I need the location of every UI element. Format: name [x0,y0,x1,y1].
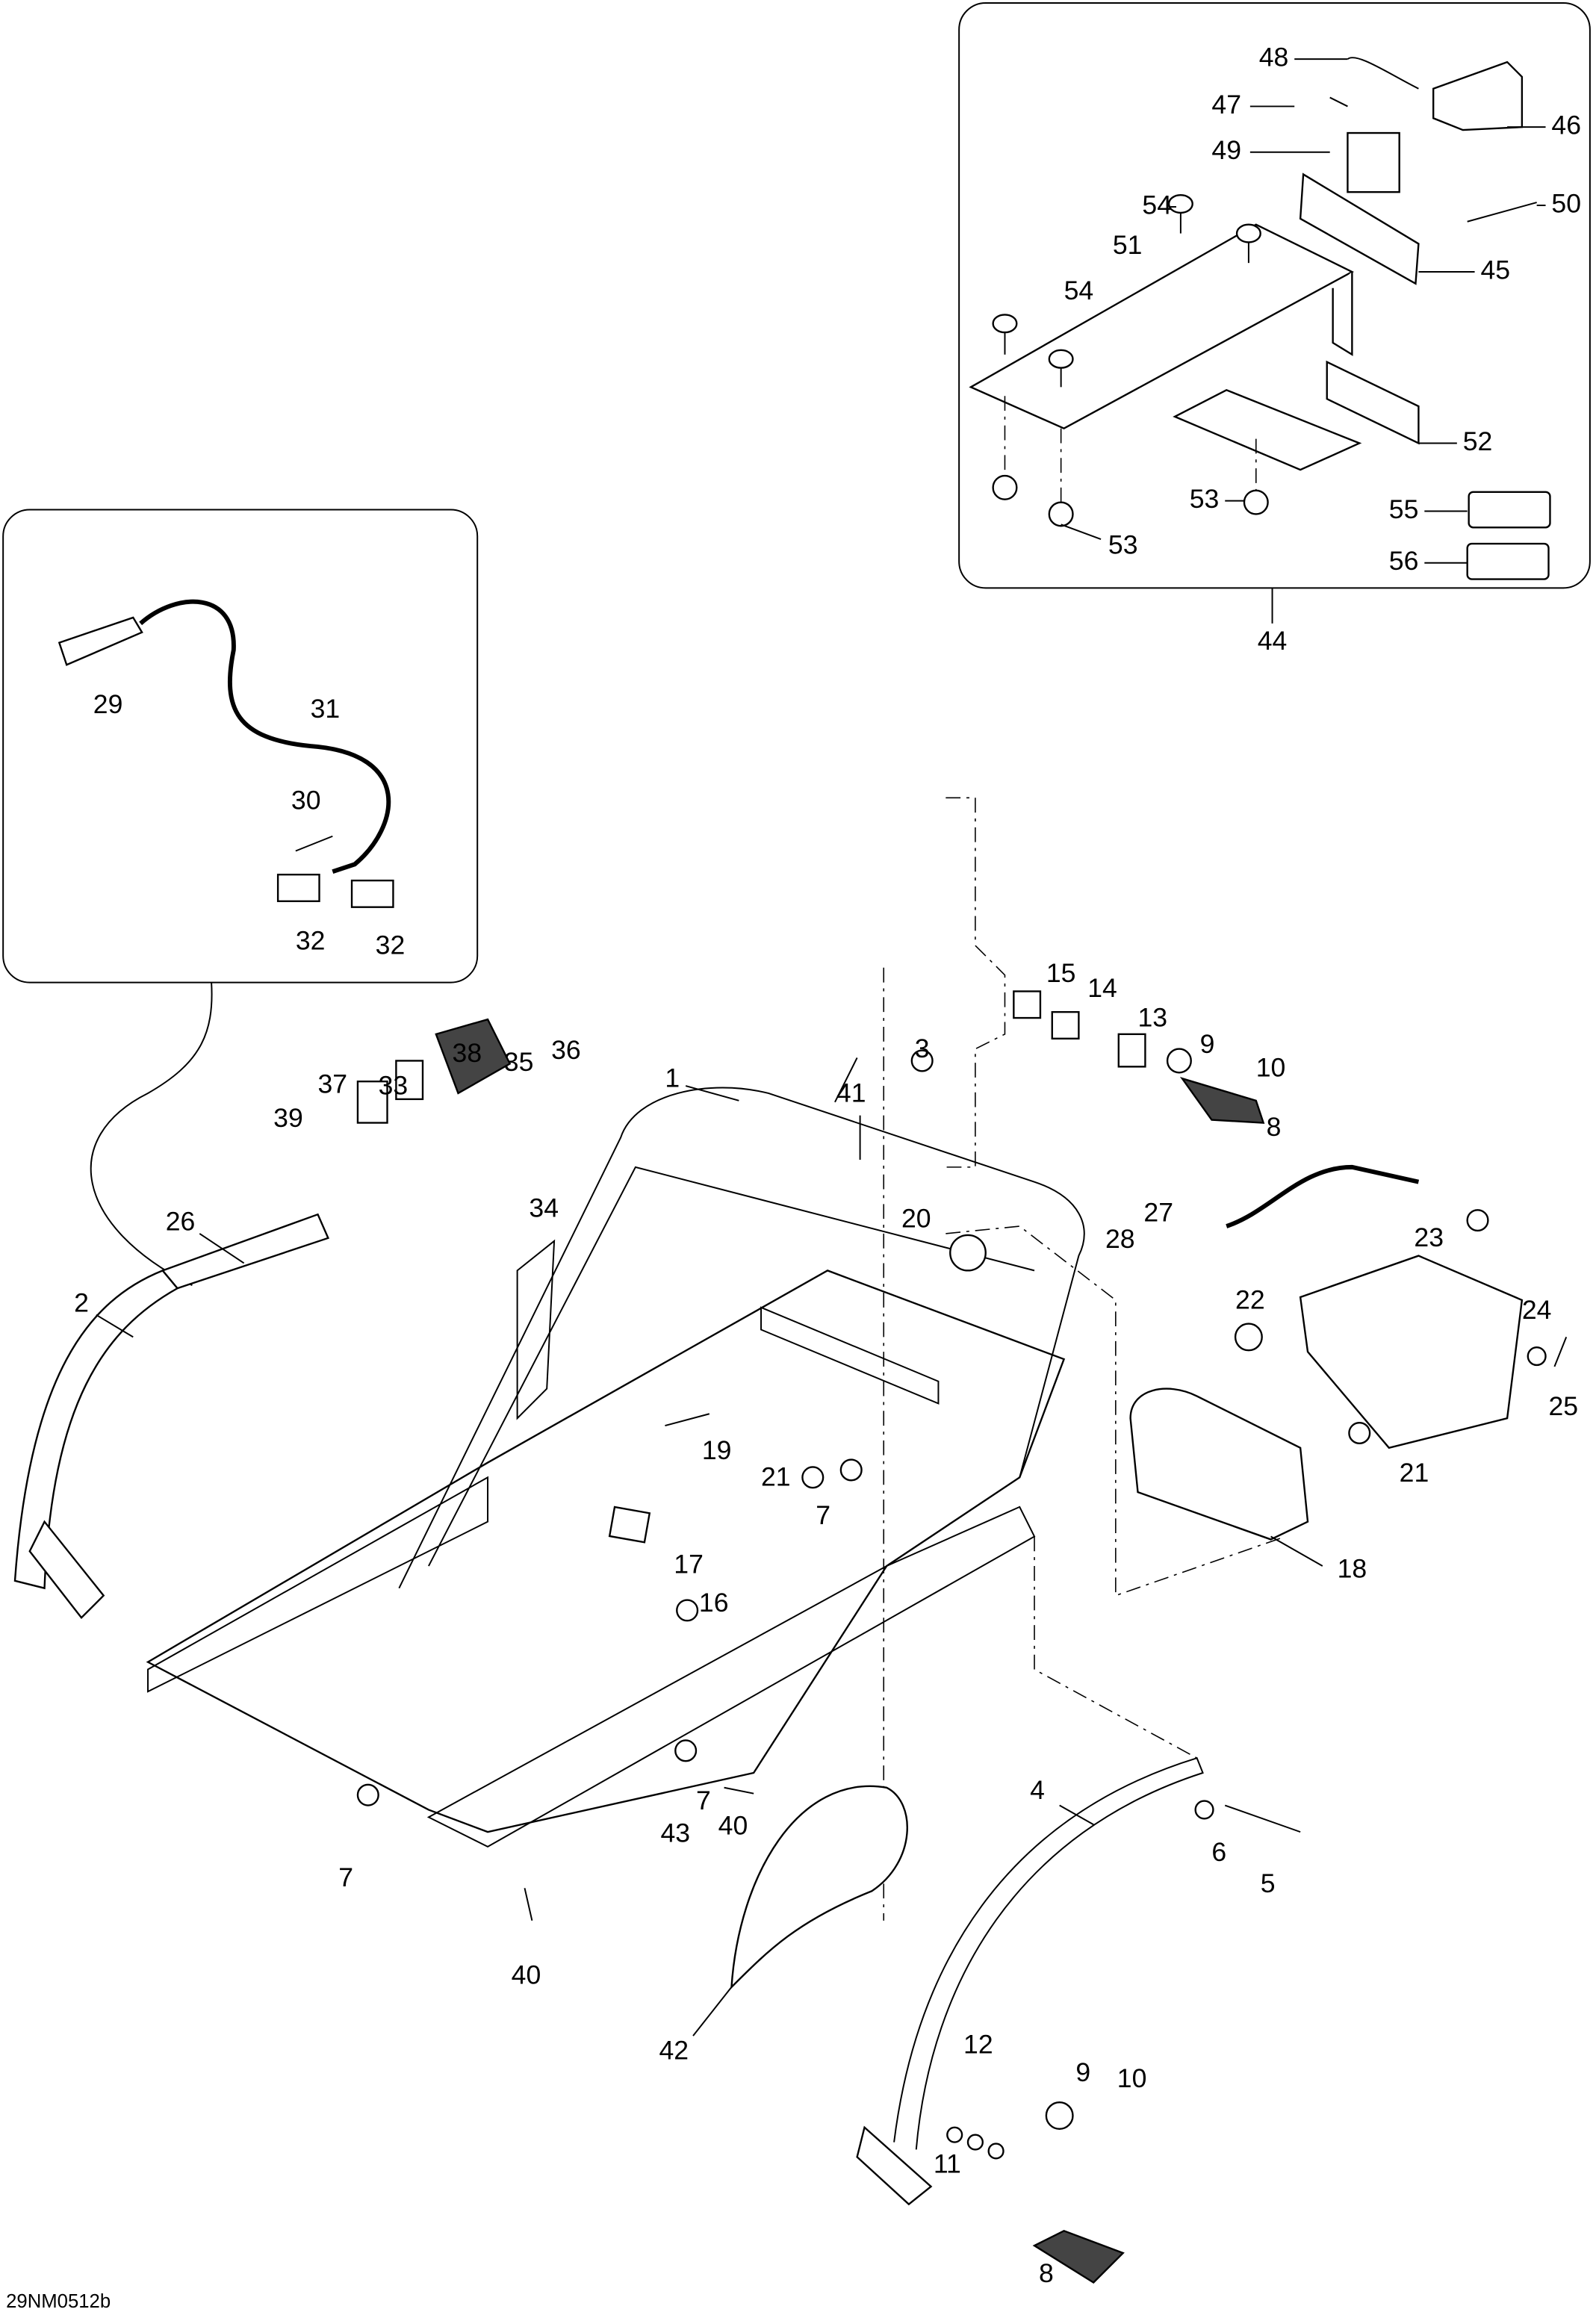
callout: 18 [1338,1553,1367,1583]
callout: 9 [1075,2057,1090,2087]
callout: 16 [699,1588,729,1618]
callout: 8 [1039,2258,1054,2288]
callout: 50 [1551,188,1581,218]
callout: 43 [661,1818,691,1848]
callout: 27 [1143,1198,1173,1228]
callout: 7 [816,1500,830,1530]
callout: 41 [836,1078,866,1107]
callout: 24 [1522,1295,1552,1325]
callouts-main: 15 14 13 9 10 8 3 41 38 35 36 33 37 39 3… [74,958,1578,2288]
callout: 3 [915,1034,930,1063]
drawing-code: 29NM0512b [6,2291,111,2312]
callout: 39 [273,1103,303,1133]
inset-box-rear-hitch [958,1,1591,624]
callout: 21 [1400,1458,1429,1488]
callout: 31 [311,694,341,724]
callout: 29 [93,689,123,719]
callout: 22 [1235,1284,1265,1314]
callouts-inset-left: 29 31 30 32 32 [93,689,405,960]
callout: 35 [504,1047,534,1077]
callout: 6 [1211,1837,1226,1867]
callout: 42 [659,2035,689,2065]
callout: 40 [512,1960,541,1989]
carriage-bolts [992,193,1261,388]
callout: 47 [1211,90,1241,119]
callout: 10 [1256,1053,1286,1083]
callout: 23 [1414,1222,1444,1252]
callout: 54 [1064,276,1094,305]
main-assembly [13,797,1568,2284]
callouts-inset-top: 48 47 49 46 50 54 51 54 45 52 53 53 55 5… [1064,43,1581,656]
callout: 51 [1113,230,1143,260]
callout: 10 [1117,2063,1147,2093]
callout: 37 [318,1069,348,1099]
callout: 53 [1108,529,1138,559]
callout: 53 [1190,484,1220,514]
callout: 45 [1480,255,1510,285]
callout: 19 [702,1435,732,1465]
callout: 9 [1200,1029,1215,1059]
callout: 17 [674,1549,704,1579]
callout: 28 [1105,1224,1135,1254]
callout: 14 [1087,973,1117,1003]
callout: 8 [1267,1112,1282,1142]
callout: 4 [1030,1775,1045,1805]
callout: 38 [453,1038,482,1068]
callout: 32 [296,926,326,956]
callout: 54 [1142,190,1172,220]
callout: 7 [338,1862,353,1892]
callout: 7 [696,1786,711,1815]
callout: 13 [1138,1002,1168,1032]
callout: 32 [376,930,406,960]
callout: 20 [901,1204,931,1234]
callout: 55 [1389,494,1419,524]
callout: 25 [1548,1391,1578,1421]
callout: 21 [761,1462,791,1492]
callout: 26 [166,1206,196,1236]
callout: 12 [963,2029,993,2059]
callout: 5 [1261,1868,1276,1898]
callout: 40 [718,1811,748,1841]
callout: 49 [1211,135,1241,165]
inset-box-heated-grip [2,509,479,1287]
callout: 11 [934,2149,961,2179]
callout: 46 [1551,111,1581,140]
callout: 33 [379,1070,409,1100]
callout: 30 [291,786,321,815]
callout: 2 [74,1287,89,1317]
callout: 52 [1463,426,1493,456]
callout: 44 [1258,626,1288,656]
callout: 56 [1389,546,1419,576]
callout: 1 [665,1063,680,1093]
callout: 34 [529,1193,559,1223]
callout: 36 [551,1035,581,1065]
callout: 15 [1046,958,1076,988]
callout: 48 [1259,43,1289,72]
